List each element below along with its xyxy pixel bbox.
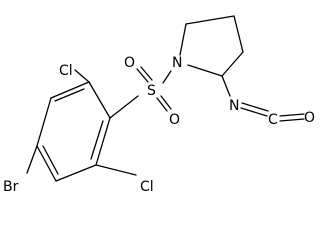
atom-label-nitrogen-ring: N	[172, 55, 182, 71]
bond-s-n	[162, 70, 172, 84]
bond-s-o-upper	[136, 68, 149, 83]
ring-bond	[233, 15, 244, 53]
bond-s-o-lower	[156, 97, 168, 112]
structure-canvas: Cl Cl Br S O O N N C O	[3, 15, 315, 195]
ring-double-bond	[90, 120, 104, 160]
bond-c-br	[26, 145, 38, 174]
bond-c-cl-top	[74, 69, 90, 83]
ring-bond	[187, 64, 223, 77]
atom-label-carbon-isocyanate: C	[268, 112, 278, 128]
atom-label-br: Br	[3, 179, 19, 195]
ring-bond	[179, 23, 187, 56]
bond-n-c-double	[240, 107, 268, 117]
atom-label-oxygen-isocyanate: O	[304, 110, 315, 126]
bond-c-o-double	[279, 113, 305, 117]
atom-label-cl-bottom: Cl	[140, 179, 154, 195]
ring-bond	[88, 81, 111, 119]
bond-c-n-isocyanate	[221, 75, 231, 97]
ring-bond	[36, 145, 57, 182]
bond-s-o-upper	[140, 66, 153, 81]
ring-bond	[50, 81, 90, 99]
atom-label-cl-top: Cl	[59, 63, 73, 79]
ring-double-bond	[42, 145, 59, 175]
atom-label-sulfur: S	[147, 83, 156, 99]
ring-bond	[95, 117, 111, 166]
atom-label-oxygen-upper: O	[124, 55, 135, 71]
chemical-structure-diagram: Cl Cl Br S O O N N C O	[3, 15, 315, 195]
bond-s-o-lower	[160, 95, 172, 110]
bond-c-o-double	[279, 118, 305, 122]
bond-n-c-double	[241, 102, 269, 112]
ring-bond	[185, 15, 235, 25]
atom-label-nitrogen-isocyanate: N	[229, 98, 239, 114]
ring-bond	[36, 97, 52, 147]
pyrrolidine-ring	[179, 15, 244, 77]
bond-c-cl-bottom	[95, 164, 137, 176]
atom-label-oxygen-lower: O	[169, 112, 180, 128]
ring-bond	[55, 164, 97, 182]
benzene-ring	[36, 81, 111, 182]
ring-bond	[221, 51, 244, 77]
ring-double-bond	[54, 88, 85, 102]
bond-c-s	[109, 95, 139, 119]
